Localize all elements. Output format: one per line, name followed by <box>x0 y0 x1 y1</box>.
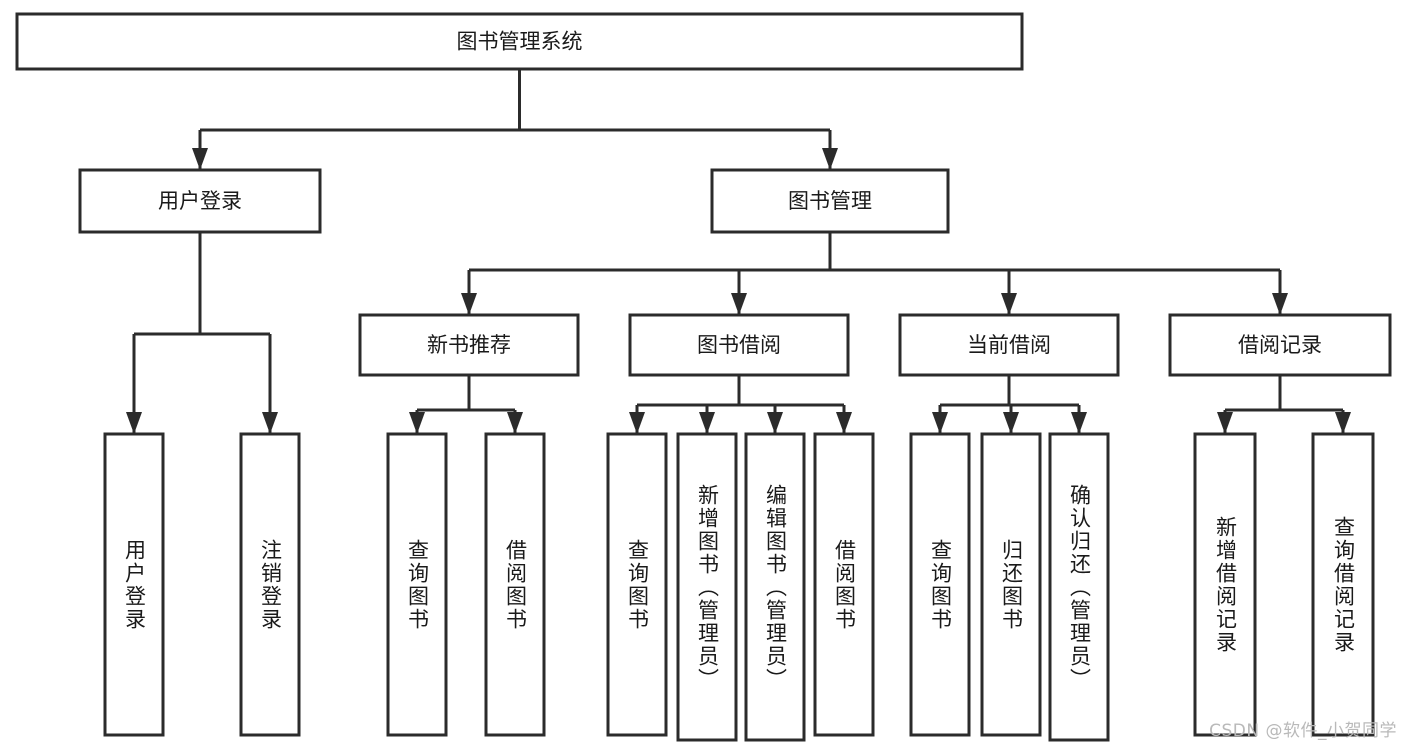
arrow-head-new-1 <box>507 412 523 434</box>
node-box-leaf-10[interactable] <box>1048 432 1110 742</box>
node-box-leaf-7[interactable] <box>813 432 875 737</box>
arrow-head-new-0 <box>409 412 425 434</box>
node-label-l3-2: 当前借阅 <box>967 333 1051 357</box>
arrow-head-borrow-2 <box>767 412 783 434</box>
arrow-head-user-1 <box>262 412 278 434</box>
node-box-l3-3[interactable] <box>1168 313 1392 377</box>
arrow-head-record-1 <box>1335 412 1351 434</box>
node-box-leaf-3[interactable] <box>484 432 546 737</box>
node-box-leaf-9[interactable] <box>980 432 1042 737</box>
arrow-head-root-1 <box>822 148 838 170</box>
arrow-head-book-2 <box>1001 293 1017 315</box>
node-label-root-0: 图书管理系统 <box>457 30 583 54</box>
node-label-l3-0: 新书推荐 <box>427 333 511 357</box>
node-box-l3-2[interactable] <box>898 313 1120 377</box>
node-box-leaf-1[interactable] <box>239 432 301 737</box>
node-box-leaf-2[interactable] <box>386 432 448 737</box>
node-box-leaf-6[interactable] <box>744 432 806 742</box>
node-box-leaf-8[interactable] <box>909 432 971 737</box>
node-label-l2-0: 用户登录 <box>158 189 242 213</box>
node-label-l3-3: 借阅记录 <box>1238 333 1322 357</box>
node-box-leaf-11[interactable] <box>1193 432 1257 737</box>
node-label-l3-1: 图书借阅 <box>697 333 781 357</box>
arrow-head-book-1 <box>731 293 747 315</box>
node-box-leaf-0[interactable] <box>103 432 165 737</box>
arrow-head-borrow-0 <box>629 412 645 434</box>
node-box-leaf-12[interactable] <box>1311 432 1375 737</box>
arrow-head-current-2 <box>1071 412 1087 434</box>
node-box-l3-1[interactable] <box>628 313 850 377</box>
arrow-head-user-0 <box>126 412 142 434</box>
csdn-watermark: CSDN @软件_小贺同学 <box>1209 721 1397 741</box>
arrow-head-borrow-1 <box>699 412 715 434</box>
arrow-head-borrow-3 <box>836 412 852 434</box>
node-box-leaf-5[interactable] <box>676 432 738 742</box>
node-box-l2-0[interactable] <box>78 168 322 234</box>
node-box-leaf-4[interactable] <box>606 432 668 737</box>
arrow-head-record-0 <box>1217 412 1233 434</box>
node-box-l2-1[interactable] <box>710 168 950 234</box>
arrow-head-book-0 <box>461 293 477 315</box>
node-label-l2-1: 图书管理 <box>788 189 872 213</box>
arrow-head-current-1 <box>1003 412 1019 434</box>
arrow-head-book-3 <box>1272 293 1288 315</box>
arrow-head-root-0 <box>192 148 208 170</box>
node-box-root-0[interactable] <box>15 12 1024 71</box>
arrow-head-current-0 <box>932 412 948 434</box>
connector-layer <box>126 69 1351 434</box>
node-box-l3-0[interactable] <box>358 313 580 377</box>
